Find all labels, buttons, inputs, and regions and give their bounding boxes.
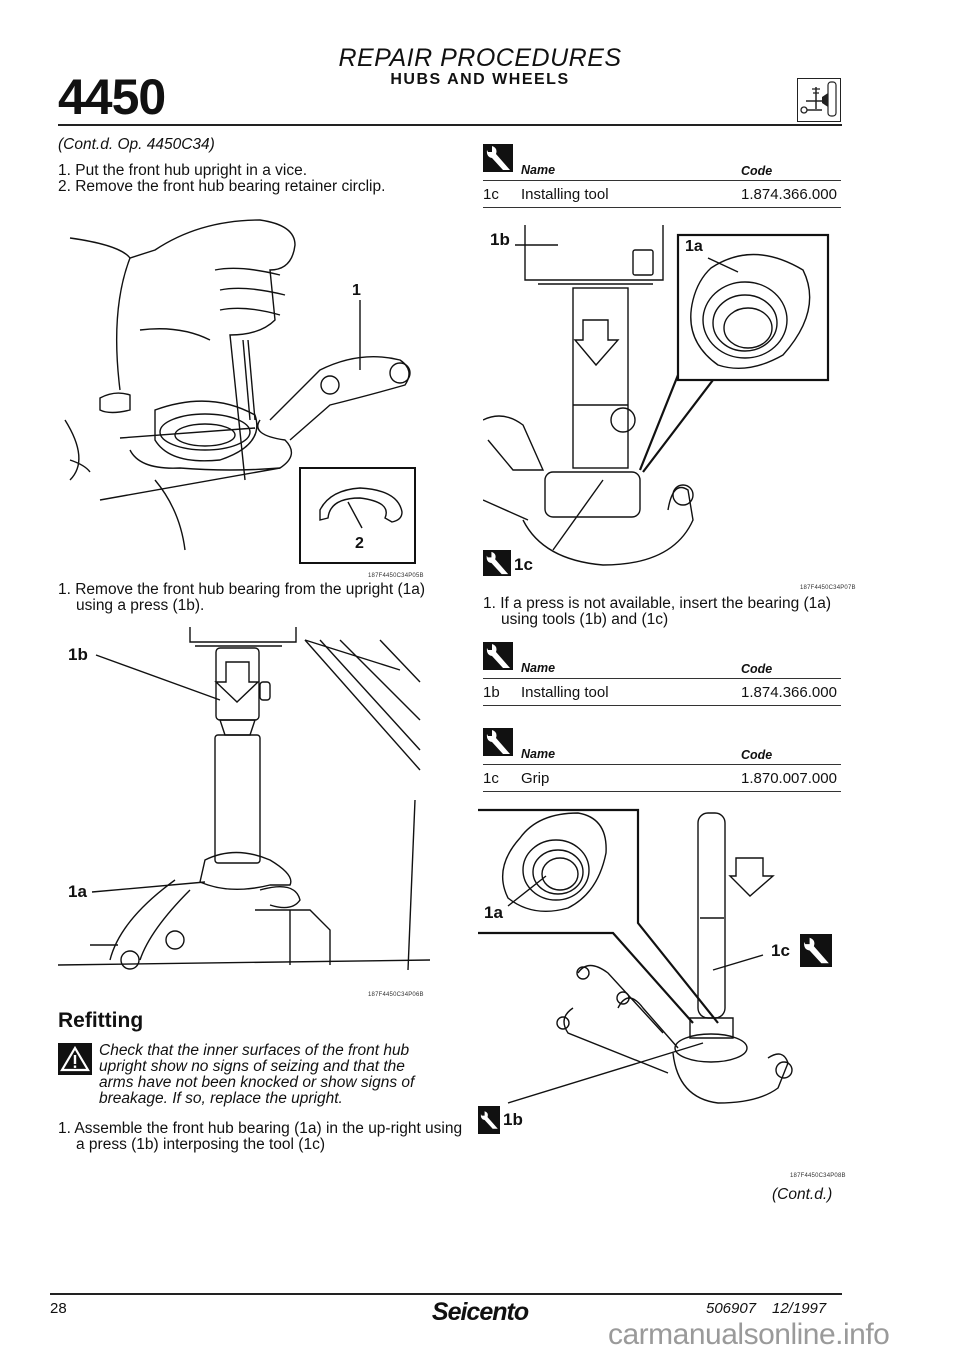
tool-code: 1.870.007.000 xyxy=(741,770,837,787)
callout-label: 1c xyxy=(514,555,533,574)
callout-label: 1b xyxy=(503,1110,523,1129)
section-number: 4450 xyxy=(58,69,166,125)
tool-table-header: Name Code xyxy=(483,728,841,765)
figure-reference: 187F4450C34P07B xyxy=(800,585,856,591)
tool-name: Grip xyxy=(521,770,550,787)
header-divider xyxy=(58,124,842,126)
tool-name: Installing tool xyxy=(521,684,609,701)
column-header-code: Code xyxy=(741,662,773,676)
tool-table-header: Name Code xyxy=(483,144,841,181)
tool-code: 1.874.366.000 xyxy=(741,684,837,701)
callout-label: 1b xyxy=(68,645,88,664)
wrench-icon xyxy=(483,642,513,670)
figure-bearing-press-install: 1b 1a 1c xyxy=(482,220,843,580)
wrench-icon xyxy=(483,728,513,756)
brand-logo: Seicento xyxy=(431,1298,529,1326)
tool-table-1: Name Code 1c Installing tool 1.874.366.0… xyxy=(483,144,841,208)
step-text: 2. Remove the front hub bearing retainer… xyxy=(58,178,386,195)
column-header-name: Name xyxy=(521,747,556,761)
continuation-note: (Cont.d. Op. 4450C34) xyxy=(58,136,215,153)
tool-name: Installing tool xyxy=(521,186,609,203)
wrench-icon xyxy=(478,1106,500,1134)
wrench-icon xyxy=(483,550,511,576)
column-header-code: Code xyxy=(741,748,773,762)
page-title: REPAIR PROCEDURES xyxy=(338,44,622,72)
tool-ref: 1c xyxy=(483,186,499,203)
callout-label: 1b xyxy=(490,230,510,249)
watermark: carmanualsonline.info xyxy=(608,1318,890,1351)
figure-reference: 187F4450C34P06B xyxy=(368,992,424,998)
callout-label: 1a xyxy=(68,882,87,901)
tool-table-header: Name Code xyxy=(483,642,841,679)
warning-text: Check that the inner surfaces of the fro… xyxy=(99,1042,415,1107)
figure-bearing-press-removal: 1b 1a xyxy=(30,620,431,975)
document-date: 12/1997 xyxy=(772,1300,827,1317)
step-no-press: 1. If a press is not available, insert t… xyxy=(483,595,832,628)
page-subtitle: HUBS AND WHEELS xyxy=(390,71,570,88)
callout-label: 1 xyxy=(352,282,361,299)
column-header-name: Name xyxy=(521,661,556,675)
tool-code: 1.874.366.000 xyxy=(741,186,837,203)
callout-label: 1a xyxy=(484,903,503,922)
table-row: 1c Grip 1.870.007.000 xyxy=(483,765,841,792)
page-number: 28 xyxy=(50,1300,67,1317)
document-code: 506907 xyxy=(706,1300,757,1317)
footer-divider xyxy=(50,1293,842,1295)
section-heading-refitting: Refitting xyxy=(58,1009,144,1032)
column-header-name: Name xyxy=(521,163,556,177)
column-header-code: Code xyxy=(741,164,773,178)
hub-wheel-icon xyxy=(797,78,841,122)
tool-table-2: Name Code 1b Installing tool 1.874.366.0… xyxy=(483,642,841,706)
step-remove-bearing: 1. Remove the front hub bearing from the… xyxy=(58,581,426,614)
figure-reference: 187F4450C34P08B xyxy=(790,1173,846,1179)
continued-note: (Cont.d.) xyxy=(772,1186,833,1203)
intro-steps: 1. Put the front hub upright in a vice. … xyxy=(58,163,448,195)
wrench-icon xyxy=(483,144,513,172)
figure-bearing-tool-install: 1a 1c 1b xyxy=(478,808,858,1178)
callout-label: 1c xyxy=(771,941,790,960)
callout-label: 1a xyxy=(685,238,703,255)
table-row: 1c Installing tool 1.874.366.000 xyxy=(483,181,841,208)
tool-table-3: Name Code 1c Grip 1.870.007.000 xyxy=(483,728,841,792)
table-row: 1b Installing tool 1.874.366.000 xyxy=(483,679,841,706)
wrench-icon xyxy=(800,934,832,967)
step-assemble-bearing: 1. Assemble the front hub bearing (1a) i… xyxy=(58,1120,463,1153)
tool-ref: 1c xyxy=(483,770,499,787)
callout-label: 2 xyxy=(355,535,364,552)
warning-icon xyxy=(58,1043,92,1075)
figure-circlip-removal: 1 2 xyxy=(30,210,430,570)
tool-ref: 1b xyxy=(483,684,500,701)
figure-reference: 187F4450C34P05B xyxy=(368,573,424,579)
step-text: 1. Put the front hub upright in a vice. xyxy=(58,162,308,179)
